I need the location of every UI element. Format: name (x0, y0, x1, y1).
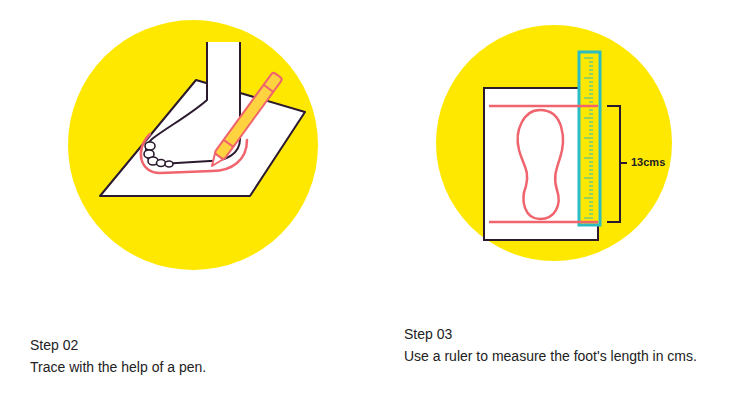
ruler-tick (589, 134, 593, 135)
ruler-tick (589, 174, 593, 175)
ruler-tick (584, 98, 593, 99)
ruler-tick (589, 114, 593, 115)
ruler-tick (589, 210, 593, 211)
ruler-tick (589, 170, 593, 171)
ruler-tick (589, 162, 593, 163)
ruler-tick (589, 126, 593, 127)
ruler-tick (589, 66, 593, 67)
ruler-tick (589, 146, 593, 147)
ruler-tick (589, 102, 593, 103)
foot-outline (518, 110, 563, 219)
step-heading: Step 03 (404, 326, 452, 342)
pen-band (264, 85, 274, 92)
measure-line (489, 105, 598, 108)
ruler-tick (584, 78, 593, 79)
ruler-tick (589, 130, 593, 131)
ruler-tick (589, 86, 593, 87)
yellow-circle (68, 20, 318, 270)
ruler-tick (589, 70, 593, 71)
measure-line (489, 221, 598, 224)
ruler-tick (589, 154, 593, 155)
step-description: Trace with the help of a pen. (30, 359, 206, 375)
step-description: Use a ruler to measure the foot's length… (404, 348, 697, 364)
ruler-tick (584, 58, 593, 59)
ruler-ticks (584, 58, 593, 218)
ruler-tick (584, 118, 593, 119)
ruler-tick (589, 90, 593, 91)
dimension-bracket (607, 106, 627, 222)
toe (145, 142, 155, 150)
ruler-tick (589, 94, 593, 95)
ruler-tick (589, 110, 593, 111)
pen (207, 72, 283, 170)
ruler (579, 52, 600, 225)
yellow-circle (436, 25, 672, 261)
ruler-tick (584, 218, 593, 219)
ruler-tick (589, 142, 593, 143)
ruler-tick (589, 74, 593, 75)
ruler-tick (589, 186, 593, 187)
ruler-tick (589, 166, 593, 167)
ruler-tick (589, 122, 593, 123)
step-heading: Step 02 (30, 337, 78, 353)
ruler-tick (589, 82, 593, 83)
pen-band (224, 140, 234, 147)
toes (144, 142, 173, 167)
ruler-tick (584, 158, 593, 159)
ruler-tick (584, 178, 593, 179)
ruler-tick (589, 206, 593, 207)
pen-body (214, 72, 282, 160)
ruler-tick (589, 194, 593, 195)
toe (165, 161, 173, 167)
ruler-tick (584, 138, 593, 139)
ruler-tick (589, 202, 593, 203)
ruler-tick (589, 62, 593, 63)
toe (157, 160, 166, 167)
ruler-tick (589, 190, 593, 191)
ruler-tick (589, 150, 593, 151)
ruler-tick (584, 198, 593, 199)
ruler-tick (589, 182, 593, 183)
dimension-label: 13cms (631, 156, 665, 168)
ruler-tick (589, 214, 593, 215)
